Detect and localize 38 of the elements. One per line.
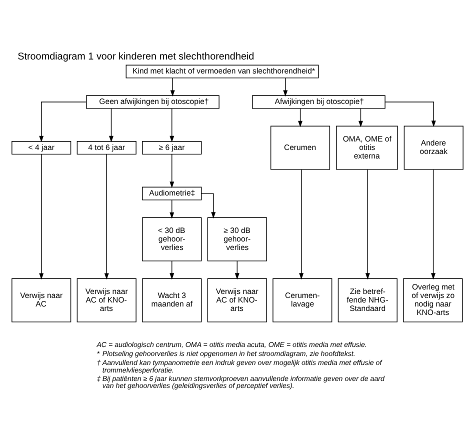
node-box: Wacht 3 maanden af <box>142 278 202 322</box>
arrow <box>108 108 113 142</box>
node-box: Kind met klacht of vermoeden van slechthorendheid* <box>125 64 318 78</box>
node-box: ≥ 6 jaar <box>142 140 202 154</box>
node-box: Verwijs naar AC of KNO- arts <box>206 278 266 322</box>
node-box: Andere oorzaak <box>403 125 463 170</box>
arrow <box>170 77 174 96</box>
node-box: OMA, OME of otitis externa <box>336 125 398 170</box>
node-box: Cerumen <box>270 125 330 170</box>
arrow <box>282 77 288 96</box>
node-box: ≥ 30 dB gehoor- verlies <box>206 216 266 261</box>
arrow <box>298 108 302 127</box>
arrow <box>384 101 436 127</box>
node-box: Verwijs naar AC of KNO- arts <box>76 278 136 322</box>
node-box: < 30 dB gehoor- verlies <box>142 216 202 261</box>
arrow <box>200 192 216 218</box>
node-box: 4 tot 6 jaar <box>76 140 136 154</box>
arrow <box>169 260 174 280</box>
arrow <box>38 154 44 280</box>
node-box: Verwijs naar AC <box>11 278 71 322</box>
arrow <box>364 168 370 280</box>
node-box: Geen afwijkingen bij otoscopie† <box>86 94 219 108</box>
arrow <box>169 108 174 142</box>
arrow <box>104 154 108 280</box>
arrow <box>169 154 174 188</box>
node-box: Zie betref- fende NHG- Standaard <box>337 278 397 322</box>
arrow <box>169 199 174 218</box>
node-box: Cerumen- lavage <box>272 278 332 322</box>
diagram-title: Stroomdiagram 1 voor kinderen met slechthorendheid <box>17 51 254 62</box>
node-box: Afwijkingen bij otoscopie† <box>252 94 385 108</box>
arrow <box>38 101 86 142</box>
arrow <box>234 260 239 280</box>
arrow <box>358 108 362 127</box>
node-box: Overleg met of verwijs zo nodig naar KNO-arts <box>402 278 462 322</box>
node-box: < 4 jaar <box>11 140 71 154</box>
node-box: Audiometrie‡ <box>142 186 202 200</box>
arrow <box>298 168 304 280</box>
arrow <box>430 168 436 280</box>
